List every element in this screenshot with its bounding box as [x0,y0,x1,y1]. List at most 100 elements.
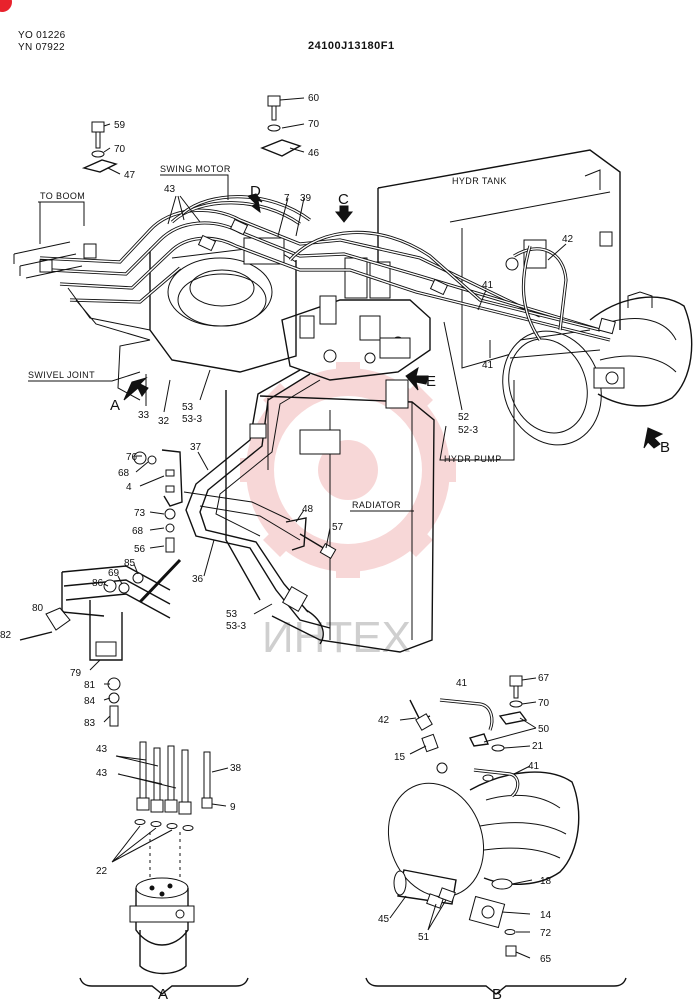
callout-72: 72 [540,928,552,939]
detail-b-pump [365,675,627,995]
callout-83: 83 [84,718,96,729]
detail-a-swivel-joint [79,741,249,995]
boom-pipes [13,241,151,341]
callout-52: 52 [458,412,470,423]
label-swivel-joint: SWIVEL JOINT [28,370,95,380]
view-letter-d: D [250,183,261,200]
callout-42: 42 [378,715,390,726]
callout-9: 9 [230,802,236,813]
callout-53: 53 [226,609,238,620]
callout-53-3: 53-3 [226,621,246,632]
callout-53-3: 53-3 [182,414,202,425]
callout-70: 70 [538,698,550,709]
callout-numbers: 59 70 47 60 70 46 43 7 39 42 41 41 33 32… [0,93,574,965]
callout-33: 33 [138,410,150,421]
callout-15: 15 [394,752,406,763]
callout-43: 43 [96,744,108,755]
callout-21: 21 [532,741,544,752]
callout-4: 4 [126,482,132,493]
brand-corner-mark [0,0,12,12]
callout-86: 86 [92,578,104,589]
callout-50: 50 [538,724,550,735]
callout-67: 67 [538,673,550,684]
callout-39: 39 [300,193,312,204]
callout-32: 32 [158,416,170,427]
view-arrow-d [247,193,263,214]
reference-code-2: YN 07922 [18,42,65,53]
callout-65: 65 [540,954,552,965]
callout-52-3: 52-3 [458,425,478,436]
callout-36: 36 [192,574,204,585]
callout-60: 60 [308,93,320,104]
hydraulic-tank [377,149,621,369]
callout-73: 73 [134,508,146,519]
callout-84: 84 [84,696,96,707]
label-hydr-pump: HYDR PUMP [444,454,502,464]
section-b-label: B [492,986,502,1000]
callout-41: 41 [528,761,540,772]
callout-56: 56 [134,544,146,555]
callout-57: 57 [332,522,344,533]
view-letter-a: A [110,397,120,414]
pipe-lines-lower [183,369,331,645]
fastener-set-right [260,95,302,157]
callout-76: 76 [126,452,138,463]
label-to-boom: TO BOOM [40,191,85,201]
callout-45: 45 [378,914,390,925]
callout-70: 70 [114,144,126,155]
callout-68: 68 [118,468,130,479]
control-valve [281,257,431,381]
label-radiator: RADIATOR [352,500,401,510]
callout-41: 41 [456,678,468,689]
callout-80: 80 [32,603,44,614]
callout-82: 82 [0,630,12,641]
view-line-36 [138,558,182,604]
leader-lines [61,97,567,723]
callout-79: 79 [70,668,82,679]
callout-42: 42 [562,234,574,245]
watermark-text: ИНТЕХ [262,613,411,662]
callout-41: 41 [482,360,494,371]
callout-53: 53 [182,402,194,413]
callout-68: 68 [132,526,144,537]
clamp-48 [285,517,337,560]
callout-43: 43 [164,184,176,195]
callout-18: 18 [540,876,552,887]
view-letter-e: E [426,373,436,390]
callout-14: 14 [540,910,552,921]
bracket-4 [133,449,183,553]
callout-22: 22 [96,866,108,877]
view-arrow-a [123,376,149,401]
label-swing-motor: SWING MOTOR [160,164,231,174]
callout-69: 69 [108,568,120,579]
callout-85: 85 [124,558,136,569]
callout-81: 81 [84,680,96,691]
watermark-gear [240,362,456,578]
view-arrow-b [643,427,664,449]
section-a-label: A [158,986,168,1000]
callout-38: 38 [230,763,242,774]
view-arrow-c [334,205,354,223]
callout-59: 59 [114,120,126,131]
callout-7: 7 [284,193,290,204]
hose-bundle-top [39,195,616,342]
callout-46: 46 [308,148,320,159]
callout-41: 41 [482,280,494,291]
document-code: 24100J13180F1 [308,40,395,52]
label-hydr-tank: HYDR TANK [452,176,507,186]
view-letter-b: B [660,439,670,456]
view-letter-c: C [338,191,349,208]
radiator [225,379,435,653]
callout-47: 47 [124,170,136,181]
stand-79 [19,565,171,727]
view-arrow-e [405,366,429,391]
callout-51: 51 [418,932,430,943]
reference-code-1: YO 01226 [18,30,66,41]
swing-motor [117,237,297,401]
callout-70: 70 [308,119,320,130]
fastener-set-left [81,121,118,173]
callout-48: 48 [302,504,314,515]
callout-37: 37 [190,442,202,453]
